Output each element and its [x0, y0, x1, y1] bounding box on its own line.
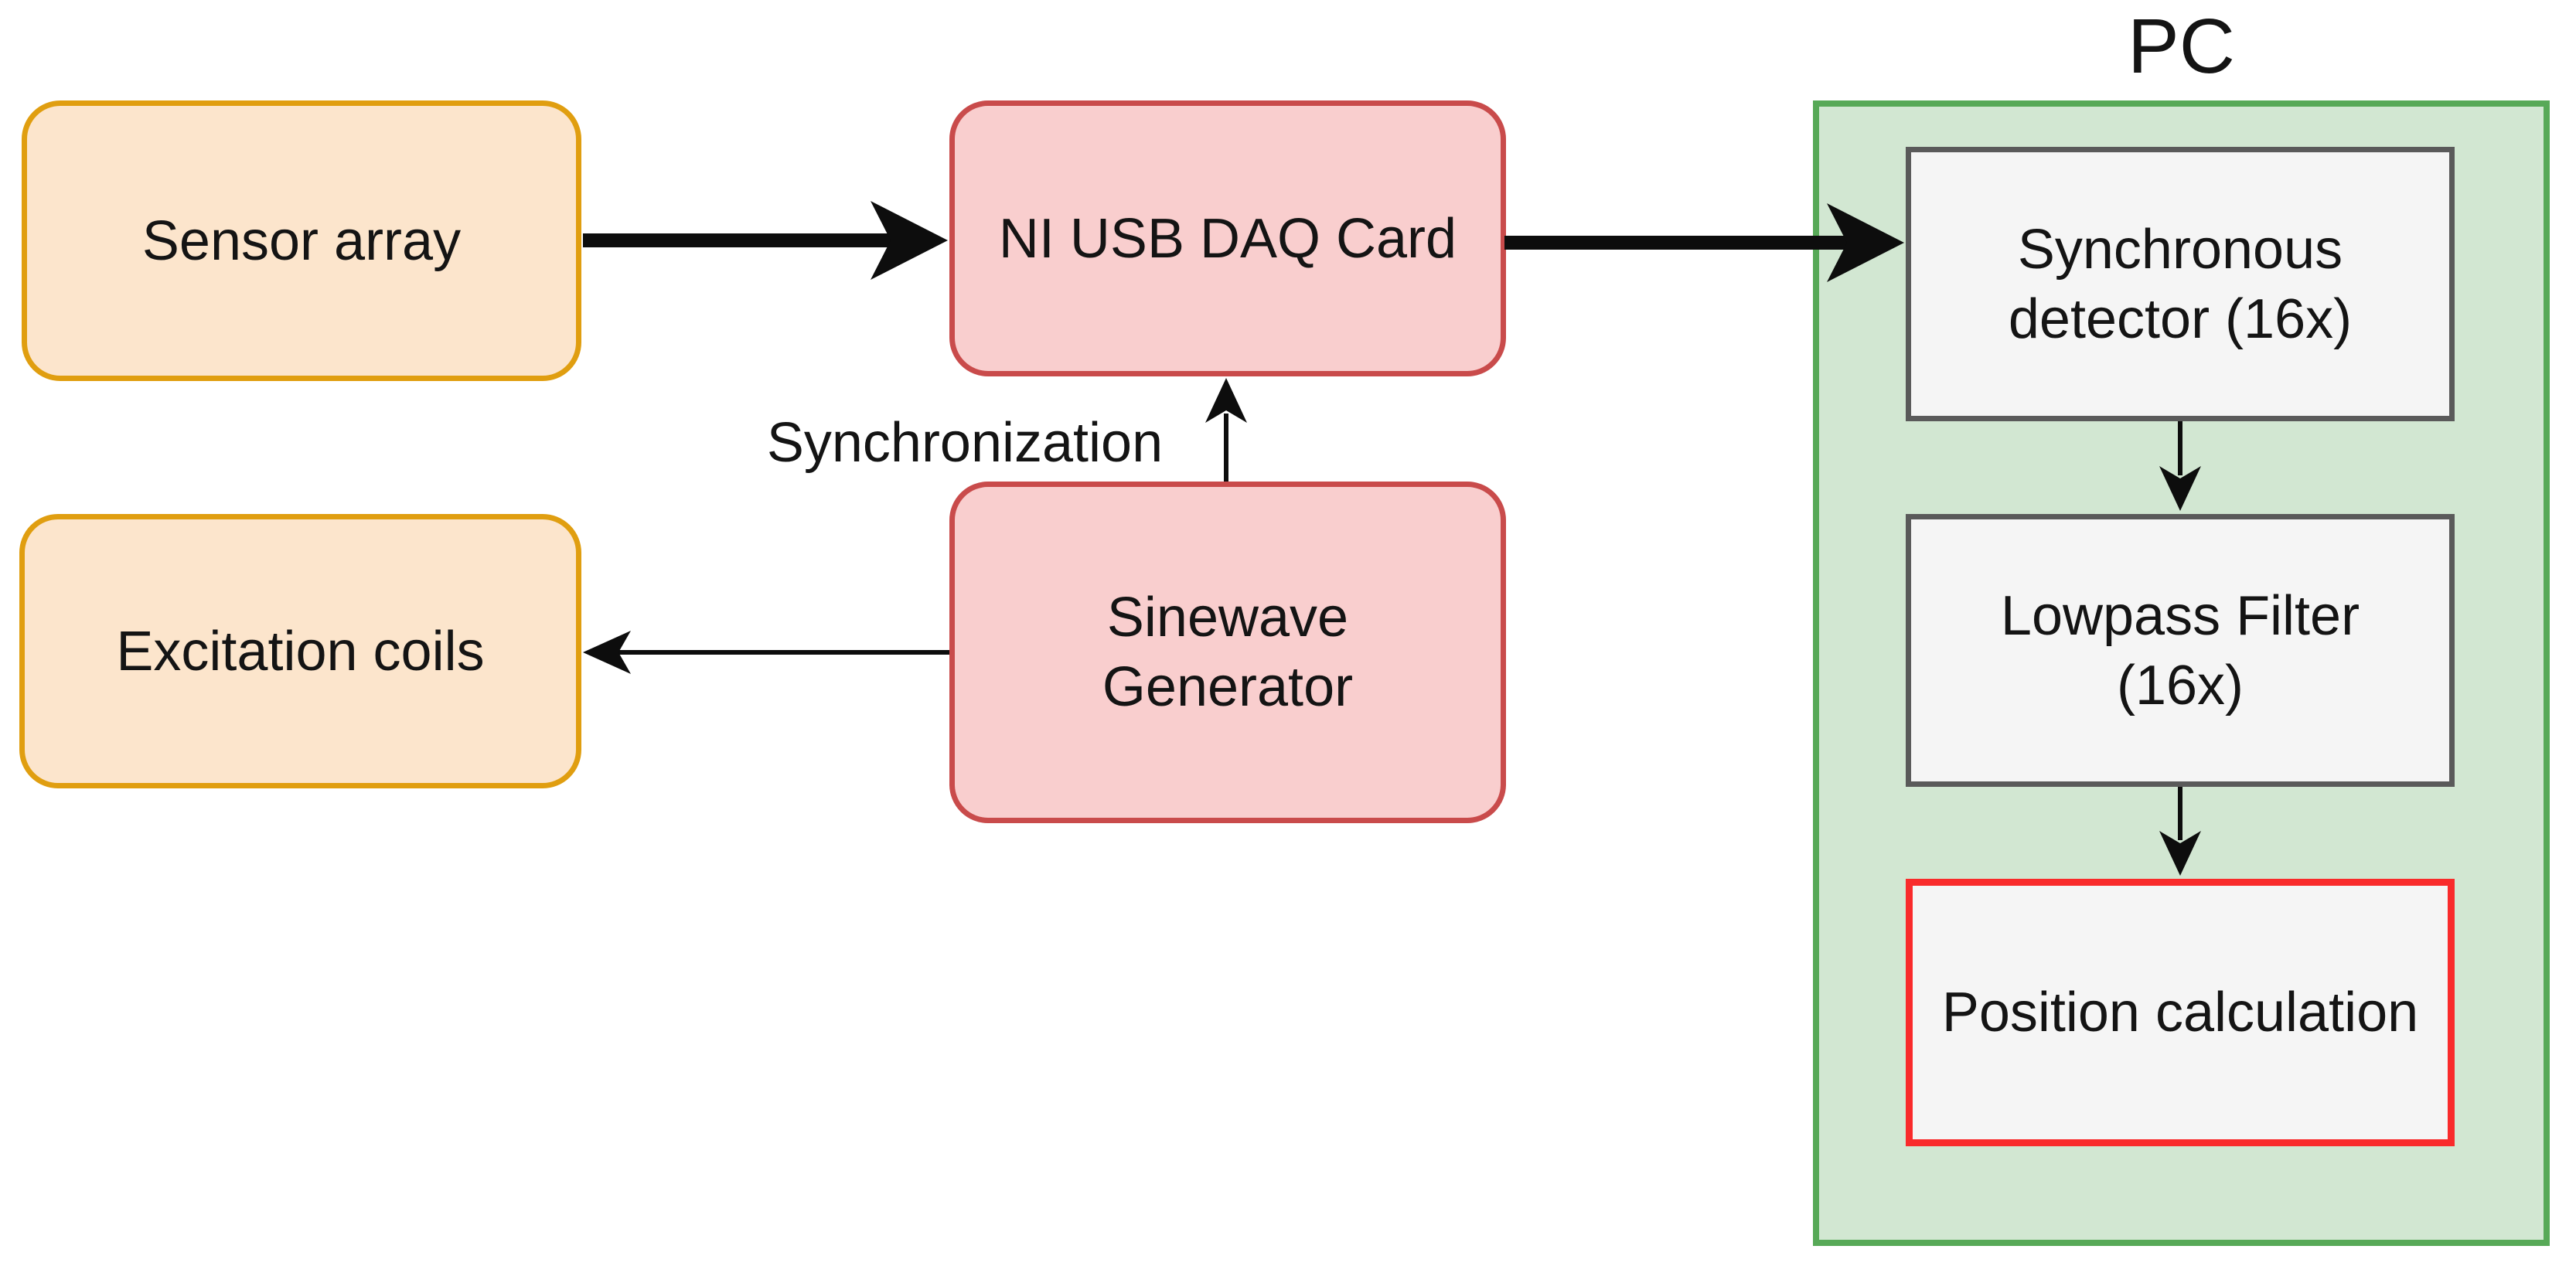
lowpass-filter-node: Lowpass Filter (16x)	[1906, 514, 2455, 787]
synchronous-detector-node: Synchronous detector (16x)	[1906, 147, 2455, 421]
sinewave-generator-node: Sinewave Generator	[949, 482, 1506, 823]
arrow-sensor-to-daq	[583, 201, 948, 280]
position-calculation-label: Position calculation	[1941, 982, 2419, 1043]
excitation-coils-label: Excitation coils	[116, 620, 485, 682]
pc-title: PC	[2128, 2, 2235, 90]
arrow-sinewave-to-excitation	[583, 631, 949, 674]
synchronous-detector-label: Synchronous detector (16x)	[2008, 218, 2353, 350]
sinewave-generator-label: Sinewave Generator	[1102, 587, 1354, 718]
position-calculation-node: Position calculation	[1906, 879, 2455, 1146]
sensor-array-node: Sensor array	[22, 100, 581, 381]
excitation-coils-node: Excitation coils	[19, 514, 581, 788]
daq-card-node: NI USB DAQ Card	[949, 100, 1506, 376]
sensor-array-label: Sensor array	[141, 209, 462, 272]
lowpass-filter-label: Lowpass Filter (16x)	[2000, 584, 2360, 716]
synchronization-edge-label: Synchronization	[766, 412, 1164, 474]
arrow-sinewave-to-daq	[1205, 378, 1247, 482]
daq-card-label: NI USB DAQ Card	[998, 207, 1457, 270]
